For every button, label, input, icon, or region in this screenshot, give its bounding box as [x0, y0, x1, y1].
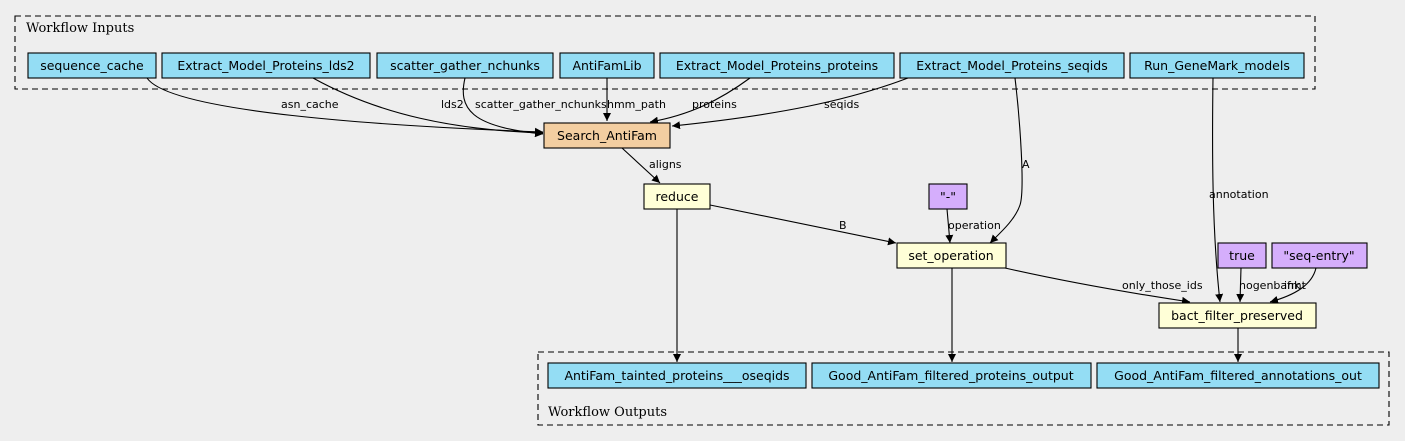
edge-scatter-gather [462, 77, 544, 138]
edge-label-proteins: proteins [692, 98, 737, 111]
input-run-genemark-models[interactable]: Run_GeneMark_models [1129, 52, 1305, 79]
input-antifamlib[interactable]: AntiFamLib [559, 52, 655, 79]
output-antifam-tainted-proteins[interactable]: AntiFam_tainted_proteins___oseqids [547, 362, 807, 389]
edge-seqids [671, 77, 909, 130]
edge-proteins [649, 77, 751, 125]
edge-label-b: B [839, 219, 847, 232]
edge-operation [945, 208, 954, 244]
step-bact-filter-preserved[interactable]: bact_filter_preserved [1158, 302, 1317, 329]
svg-text:Extract_Model_Proteins_lds2: Extract_Model_Proteins_lds2 [177, 58, 354, 73]
workflow-outputs-cluster: Workflow Outputs [537, 351, 1390, 426]
edge-b [709, 204, 897, 246]
constant-seq-entry[interactable]: "seq-entry" [1271, 242, 1368, 269]
edge-ifmt [1269, 267, 1317, 304]
edge-only-those-ids [1004, 267, 1191, 305]
input-sequence-cache[interactable]: sequence_cache [27, 52, 157, 79]
edge-lds2 [312, 77, 544, 137]
svg-text:Good_AntiFam_filtered_proteins: Good_AntiFam_filtered_proteins_output [828, 368, 1073, 383]
edge-label-aligns: aligns [649, 158, 682, 171]
workflow-outputs-label: Workflow Outputs [548, 405, 667, 420]
constant-true[interactable]: true [1217, 242, 1267, 269]
edges: asn_cache lds2 scatter_gather_nchunks hm… [146, 77, 1317, 362]
edge-aligns [621, 147, 661, 184]
svg-text:set_operation: set_operation [908, 248, 993, 263]
svg-text:true: true [1229, 248, 1255, 263]
svg-text:sequence_cache: sequence_cache [40, 58, 144, 73]
edge-label-lds2: lds2 [441, 98, 464, 111]
step-set-operation[interactable]: set_operation [896, 242, 1007, 269]
svg-text:scatter_gather_nchunks: scatter_gather_nchunks [390, 58, 540, 73]
edge-label-a: A [1022, 158, 1030, 171]
workflow-inputs-cluster: Workflow Inputs [14, 15, 1316, 90]
constant-dash[interactable]: "-" [928, 183, 968, 210]
svg-text:Extract_Model_Proteins_protein: Extract_Model_Proteins_proteins [676, 58, 878, 73]
edge-label-asn-cache: asn_cache [281, 98, 339, 111]
svg-text:AntiFam_tainted_proteins___ose: AntiFam_tainted_proteins___oseqids [564, 368, 789, 383]
input-scatter-gather-nchunks[interactable]: scatter_gather_nchunks [376, 52, 554, 79]
edge-label-operation: operation [948, 219, 1001, 232]
edge-label-hmm-path: hmm_path [607, 98, 666, 111]
svg-text:Extract_Model_Proteins_seqids: Extract_Model_Proteins_seqids [916, 58, 1107, 73]
input-extract-model-proteins-seqids[interactable]: Extract_Model_Proteins_seqids [899, 52, 1125, 79]
svg-text:Good_AntiFam_filtered_annotati: Good_AntiFam_filtered_annotations_out [1114, 368, 1362, 383]
input-extract-model-proteins-proteins[interactable]: Extract_Model_Proteins_proteins [659, 52, 895, 79]
edge-label-scatter-gather: scatter_gather_nchunks [475, 98, 607, 111]
edge-label-ifmt: ifmt [1284, 279, 1307, 292]
output-good-antifam-filtered-proteins[interactable]: Good_AntiFam_filtered_proteins_output [811, 362, 1092, 389]
workflow-inputs-label: Workflow Inputs [26, 21, 134, 36]
edge-label-only-those-ids: only_those_ids [1122, 279, 1203, 292]
input-extract-model-proteins-lds2[interactable]: Extract_Model_Proteins_lds2 [161, 52, 371, 79]
step-reduce[interactable]: reduce [643, 183, 711, 210]
svg-text:"-": "-" [940, 189, 956, 204]
edge-a [989, 77, 1023, 244]
svg-text:Run_GeneMark_models: Run_GeneMark_models [1144, 58, 1290, 73]
svg-text:bact_filter_preserved: bact_filter_preserved [1171, 308, 1303, 323]
edge-label-seqids: seqids [824, 98, 860, 111]
svg-text:Search_AntiFam: Search_AntiFam [557, 128, 657, 143]
edge-label-nogenbank: nogenbank [1239, 279, 1301, 292]
edge-annotation [1211, 77, 1224, 303]
edge-nogenbank [1236, 267, 1245, 303]
output-good-antifam-filtered-annotations[interactable]: Good_AntiFam_filtered_annotations_out [1096, 362, 1380, 389]
svg-text:"seq-entry": "seq-entry" [1283, 248, 1354, 263]
edge-asn-cache [146, 77, 544, 136]
svg-text:AntiFamLib: AntiFamLib [572, 58, 641, 73]
edge-label-annotation: annotation [1209, 188, 1269, 201]
svg-text:reduce: reduce [656, 189, 699, 204]
step-search-antifam[interactable]: Search_AntiFam [543, 122, 671, 149]
